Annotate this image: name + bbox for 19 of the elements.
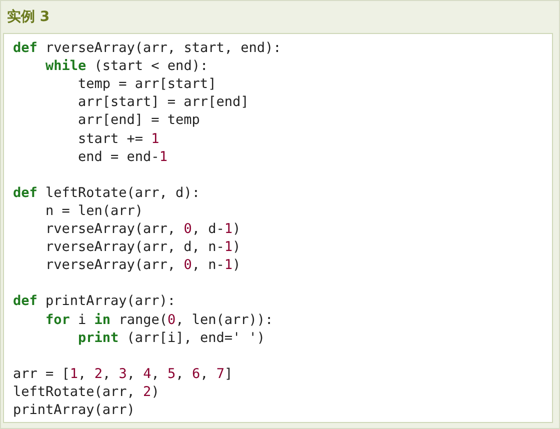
code-line: arr[end] = temp xyxy=(77,111,200,130)
code-line: arr = [1, 2, 3, 4, 5, 6, 7] xyxy=(13,364,233,383)
code-line: end = end-1 xyxy=(77,148,168,166)
code-line: leftRotate(arr, 2) xyxy=(13,382,160,401)
code-line: arr[start] = arr[end] xyxy=(77,93,249,112)
code-line: def leftRotate(arr, d): xyxy=(13,184,200,202)
code-line: rverseArray(arr, 0, n-1) xyxy=(44,256,241,274)
code-line: start += 1 xyxy=(77,130,160,148)
code-line: rverseArray(arr, d, n-1) xyxy=(44,238,241,256)
code-line: temp = arr[start] xyxy=(77,75,216,94)
code-line: def printArray(arr): xyxy=(13,292,176,310)
heading: 实例 3 xyxy=(7,8,50,26)
code-line: print (arr[i], end=' ') xyxy=(77,328,265,347)
code-line: rverseArray(arr, 0, d-1) xyxy=(44,220,241,238)
code-line: n = len(arr) xyxy=(44,202,144,220)
code-line: while (start < end): xyxy=(44,57,208,76)
code-line: def rverseArray(arr, start, end): xyxy=(13,39,282,57)
code-line: printArray(arr) xyxy=(13,401,135,419)
code-line: for i in range(0, len(arr)): xyxy=(44,310,274,328)
